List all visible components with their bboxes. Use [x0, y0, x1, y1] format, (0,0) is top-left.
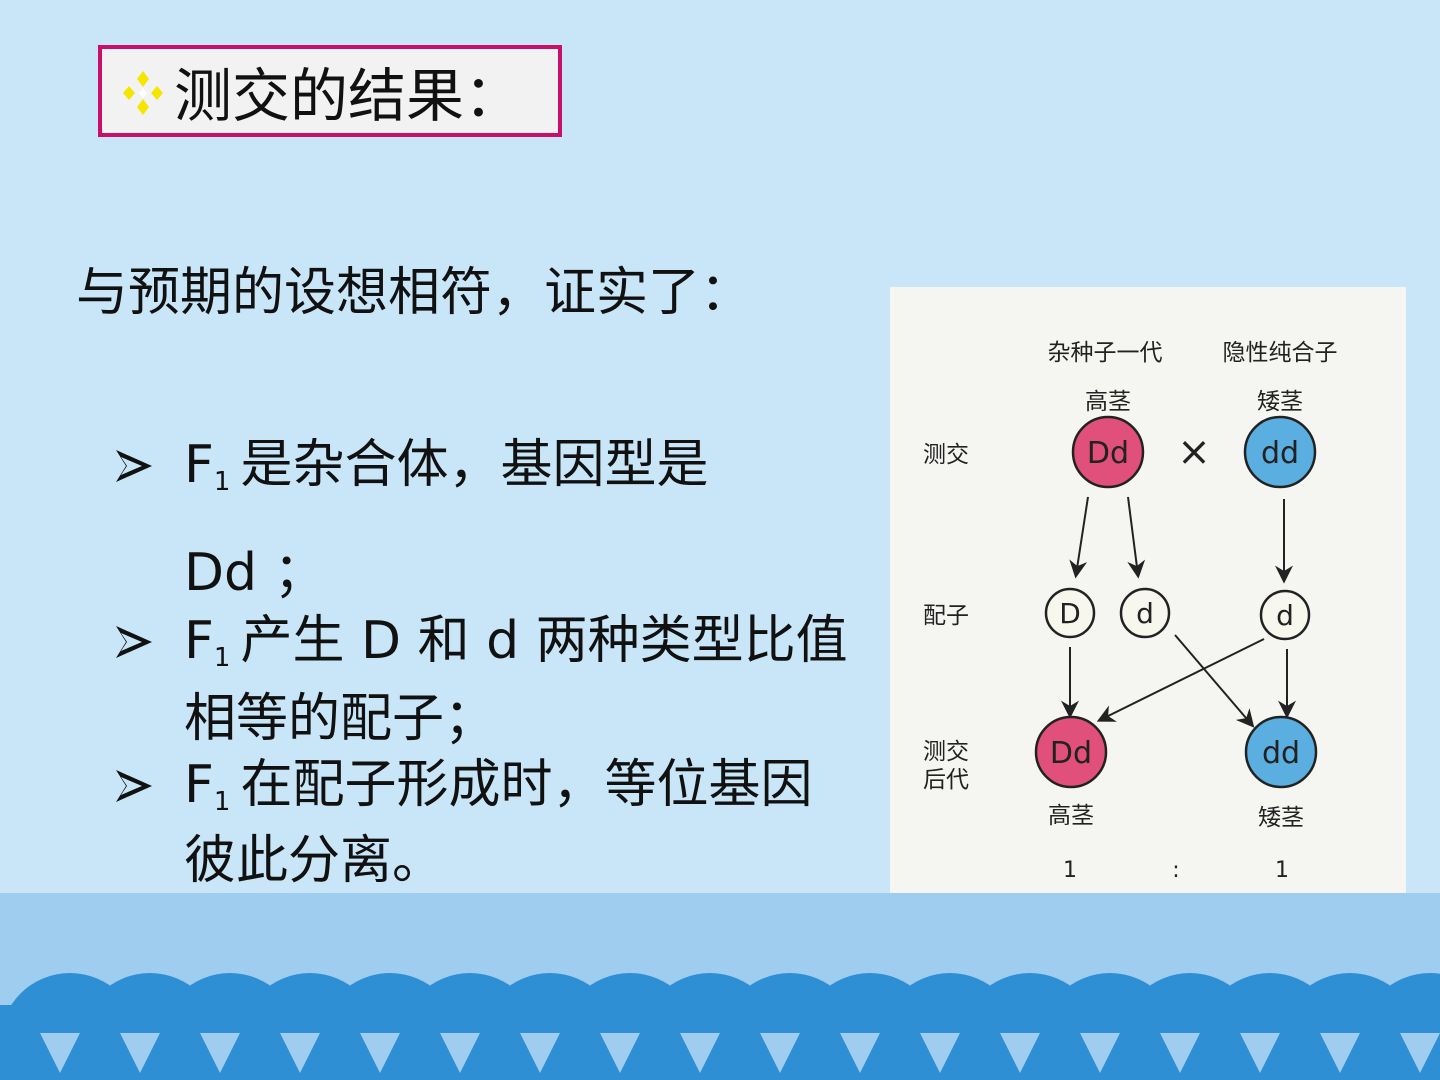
- bullet-3-line-2: 彼此分离。: [184, 831, 445, 891]
- row-label-testcross: 测交: [923, 442, 969, 468]
- arrow-bullet-icon: [116, 450, 152, 482]
- arrow-parent-to-d1: [1127, 496, 1146, 579]
- parent-left-phenotype: 高茎: [1085, 389, 1131, 415]
- gamete-d2-circle: [1259, 589, 1311, 641]
- intro-text: 与预期的设想相符，证实了：: [76, 263, 753, 323]
- arrow-parent-to-D: [1069, 496, 1089, 579]
- wave-decoration: [0, 893, 1440, 1080]
- bullet-1-text: 是杂合体，基因型是: [240, 435, 709, 495]
- header-right: 隐性纯合子: [1223, 340, 1338, 366]
- row-label-gametes: 配子: [923, 603, 969, 629]
- gamete-d2: d: [1276, 599, 1294, 632]
- offspring-right-phenotype: 矮茎: [1258, 805, 1304, 831]
- offspring-dominant-circle: [1034, 715, 1108, 789]
- bullet-2-text: 产生 D 和 d 两种类型比值: [240, 611, 848, 671]
- bullet-1-sub: 1: [213, 467, 231, 497]
- diamond-bullet-icon: [123, 71, 163, 115]
- gamete-d1: d: [1136, 597, 1154, 630]
- ratio-left: 1: [1063, 858, 1077, 883]
- gamete-D-circle: [1044, 587, 1096, 639]
- parent-right-phenotype: 矮茎: [1257, 389, 1303, 415]
- bullet-3-prefix: F: [184, 755, 214, 815]
- row-label-offspring-b: 后代: [923, 767, 969, 793]
- page-title: 测交的结果：: [174, 62, 523, 130]
- cross-symbol: ×: [1177, 429, 1211, 475]
- gamete-D: D: [1059, 597, 1081, 630]
- title-box: [98, 45, 562, 137]
- arrow-d1-to-dd: [1174, 634, 1255, 728]
- bullet-3-text: 在配子形成时，等位基因: [240, 755, 813, 815]
- parent-left-genotype: Dd: [1087, 436, 1129, 471]
- arrow-bullet-icon: [116, 770, 152, 802]
- gamete-d1-circle: [1119, 587, 1171, 639]
- bullet-3-sub: 1: [213, 787, 231, 817]
- offspring-right-genotype: dd: [1262, 736, 1300, 771]
- offspring-recessive-circle: [1244, 715, 1318, 789]
- ratio-right: 1: [1275, 858, 1289, 883]
- offspring-left-genotype: Dd: [1050, 736, 1092, 771]
- parent-dominant-circle: [1071, 415, 1145, 489]
- bullet-1-prefix: F: [184, 435, 214, 495]
- ratio-colon: :: [1172, 858, 1179, 883]
- bullet-3-line-1: F1 在配子形成时，等位基因: [184, 750, 812, 837]
- bullet-1-line-1: F1 是杂合体，基因型是: [184, 430, 708, 517]
- bullet-2-sub: 1: [213, 643, 231, 673]
- bullet-2-line-1: F1 产生 D 和 d 两种类型比值: [184, 606, 848, 693]
- bullet-1-line-2: Dd ；: [184, 543, 326, 603]
- offspring-left-phenotype: 高茎: [1048, 803, 1094, 829]
- bullet-2-prefix: F: [184, 611, 214, 671]
- parent-recessive-circle: [1243, 415, 1317, 489]
- header-left: 杂种子一代: [1048, 340, 1163, 366]
- arrow-d2-to-Dd: [1096, 638, 1265, 722]
- row-label-offspring-a: 测交: [923, 739, 969, 765]
- bullet-2-line-2: 相等的配子；: [184, 689, 497, 749]
- testcross-diagram: 杂种子一代 隐性纯合子 高茎 矮茎 测交 配子 测交 后代 Dd × dd D: [923, 340, 1338, 883]
- testcross-figure: 杂种子一代 隐性纯合子 高茎 矮茎 测交 配子 测交 后代 Dd × dd D: [890, 287, 1406, 898]
- parent-right-genotype: dd: [1261, 436, 1299, 471]
- arrow-bullet-icon: [116, 626, 152, 658]
